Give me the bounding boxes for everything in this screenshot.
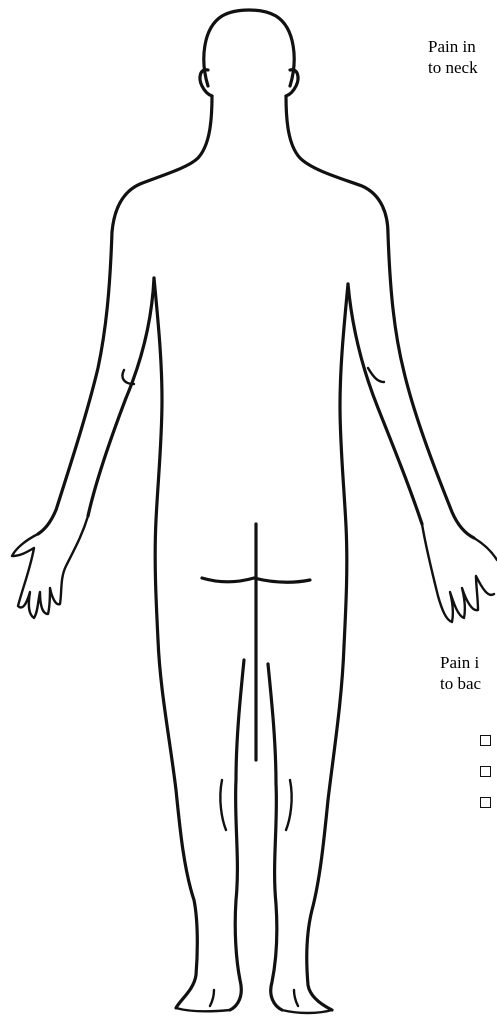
left-arm-inner <box>88 278 154 516</box>
answer-checkbox-1[interactable] <box>480 735 491 746</box>
right-calf-mark <box>286 780 292 830</box>
right-leg-inner <box>268 664 282 1010</box>
question-neck-label-line2: to neck <box>428 57 478 78</box>
question-back-label-line1: Pain i <box>440 652 479 673</box>
right-leg-outer <box>307 646 344 1010</box>
left-arm-outer <box>38 232 112 534</box>
right-elbow-mark <box>368 368 384 382</box>
right-neck-shoulder <box>286 96 388 234</box>
right-torso-side <box>340 284 348 646</box>
left-foot <box>176 990 230 1011</box>
left-calf-mark <box>220 780 226 830</box>
right-arm-outer <box>388 234 474 538</box>
right-hand <box>422 524 497 622</box>
left-hand <box>12 516 88 618</box>
answer-checkbox-2[interactable] <box>480 766 491 777</box>
right-arm-inner <box>348 284 422 524</box>
right-foot <box>282 990 332 1013</box>
question-back-label-line2: to bac <box>440 673 481 694</box>
left-leg-inner <box>230 660 244 1010</box>
left-neck-shoulder <box>112 96 212 232</box>
question-neck-label-line1: Pain in <box>428 36 476 57</box>
left-torso-side <box>154 278 162 640</box>
answer-checkbox-3[interactable] <box>480 797 491 808</box>
left-leg-outer <box>158 640 197 1008</box>
head-outline <box>204 10 294 86</box>
